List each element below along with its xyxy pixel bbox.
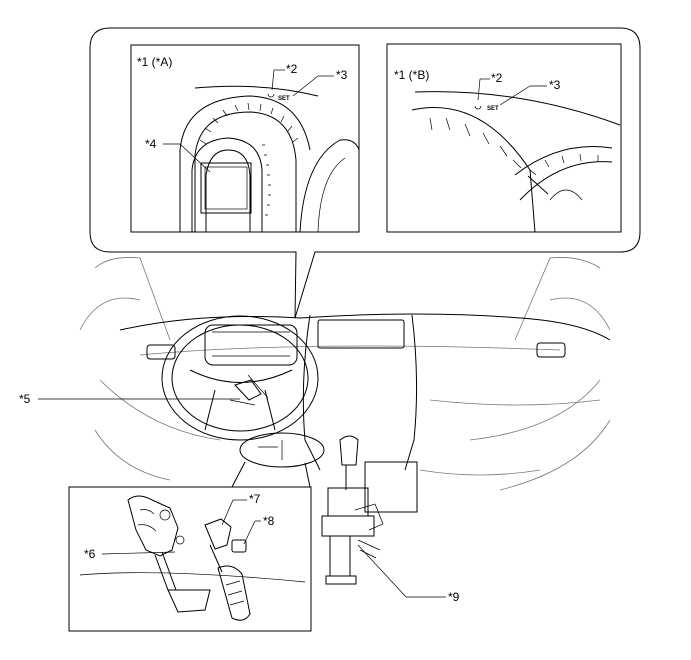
callout-9: *9 xyxy=(448,590,460,604)
pedal-inset: *6 *7 *8 xyxy=(68,486,312,632)
cruise-indicator-icon xyxy=(267,93,275,98)
callout-7: *7 xyxy=(249,492,261,506)
set-indicator-b: SET xyxy=(487,106,499,112)
callout-5: *5 xyxy=(19,392,31,406)
multi-information-display xyxy=(200,162,252,214)
callout-4: *4 xyxy=(145,137,157,151)
cruise-indicator-icon-b xyxy=(474,105,482,110)
callout-3-b: *3 xyxy=(549,78,561,92)
center-display xyxy=(317,319,405,349)
steering-wheel xyxy=(161,315,319,441)
inset-a: *1 (*A) SET *2 *3 *4 xyxy=(130,44,360,233)
callout-2-b: *2 xyxy=(491,71,503,85)
callout-6: *6 xyxy=(84,547,96,561)
shift-lever-assembly xyxy=(321,435,418,585)
inset-a-title: *1 (*A) xyxy=(137,55,172,69)
set-indicator-a: SET xyxy=(278,96,290,102)
pedal-area-callout xyxy=(239,432,325,468)
stop-light-switch xyxy=(231,539,247,553)
callout-8: *8 xyxy=(263,514,275,528)
inset-b: *1 (*B) SET *2 *3 xyxy=(386,43,622,233)
brake-pedal-assembly xyxy=(127,495,211,613)
meter-callout-panel xyxy=(89,27,641,319)
callout-3-a: *3 xyxy=(336,68,348,82)
accelerator-pedal-assembly xyxy=(204,518,251,621)
inset-b-title: *1 (*B) xyxy=(394,68,429,82)
vehicle-interior: *9 *5 xyxy=(19,257,611,604)
callout-2-a: *2 xyxy=(286,62,298,76)
